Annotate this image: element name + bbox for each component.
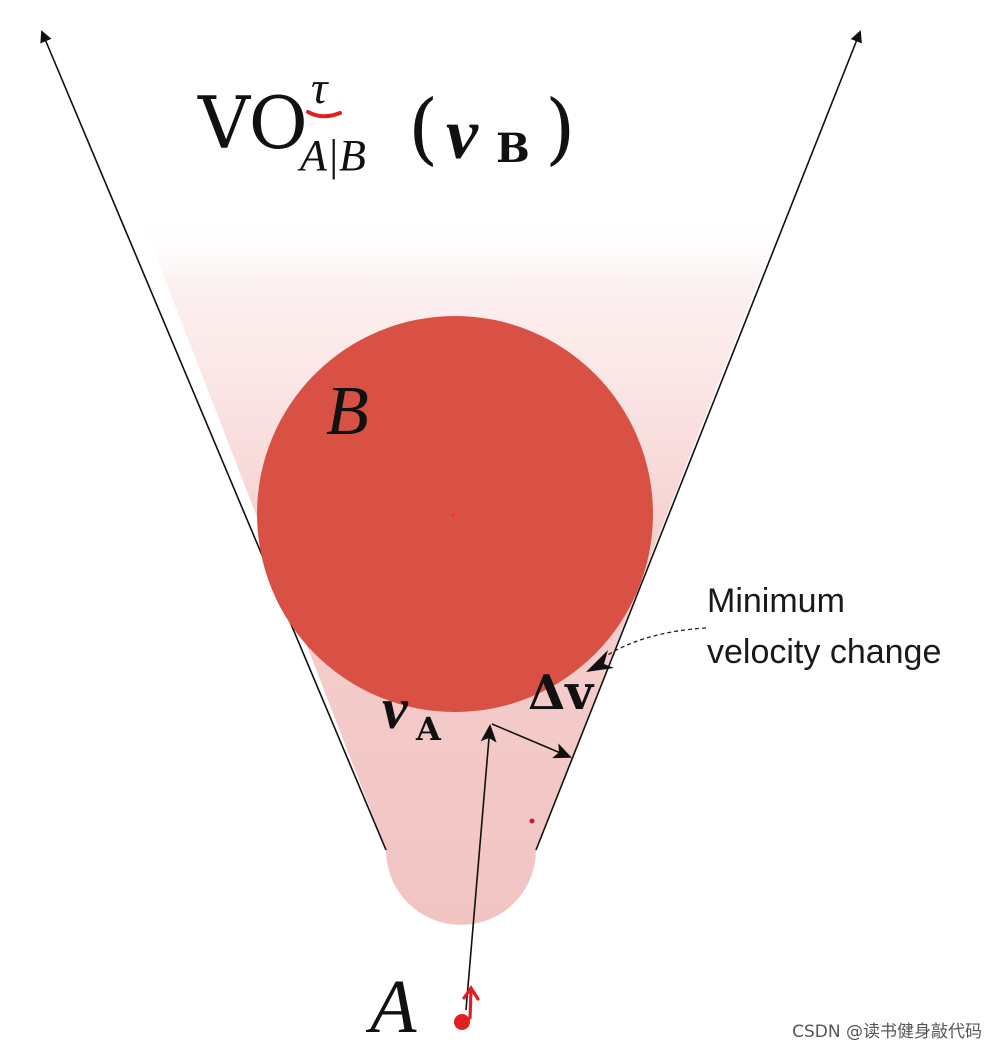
annotation-line-1: Minimum [707, 582, 845, 620]
title-base: VO [197, 81, 308, 165]
label-A: A [365, 965, 417, 1049]
annotation-line-2: velocity change [707, 633, 941, 671]
agent-A-velocity-tick [462, 985, 480, 1020]
disk-B-center-dot [451, 513, 455, 517]
title-subscript: A|B [297, 131, 366, 180]
disk-B [257, 316, 653, 712]
label-delta-v: Δv [528, 665, 595, 721]
watermark: CSDN @读书健身敲代码 [792, 1022, 982, 1042]
annotation-pointer [599, 627, 707, 661]
title-paren-open: ( [408, 84, 438, 174]
title: VO τ A|B ( v B ) [197, 62, 575, 180]
reference-dot [529, 818, 535, 824]
label-vA: v [382, 676, 409, 741]
delta-v-arrow [491, 723, 572, 759]
velocity-vA-arrow [465, 724, 497, 1011]
left-boundary-ray [40, 30, 387, 851]
label-B: B [326, 373, 369, 450]
title-superscript-underline [306, 110, 342, 119]
title-superscript: τ [311, 62, 329, 113]
title-arg-sub: B [496, 125, 530, 172]
label-vA-sub: A [415, 710, 442, 748]
title-paren-close: ) [545, 84, 575, 174]
title-arg: v [446, 94, 479, 174]
annotation-pointer-head [586, 650, 614, 672]
right-boundary-ray [535, 30, 862, 851]
agent-A-dot [454, 1014, 470, 1030]
